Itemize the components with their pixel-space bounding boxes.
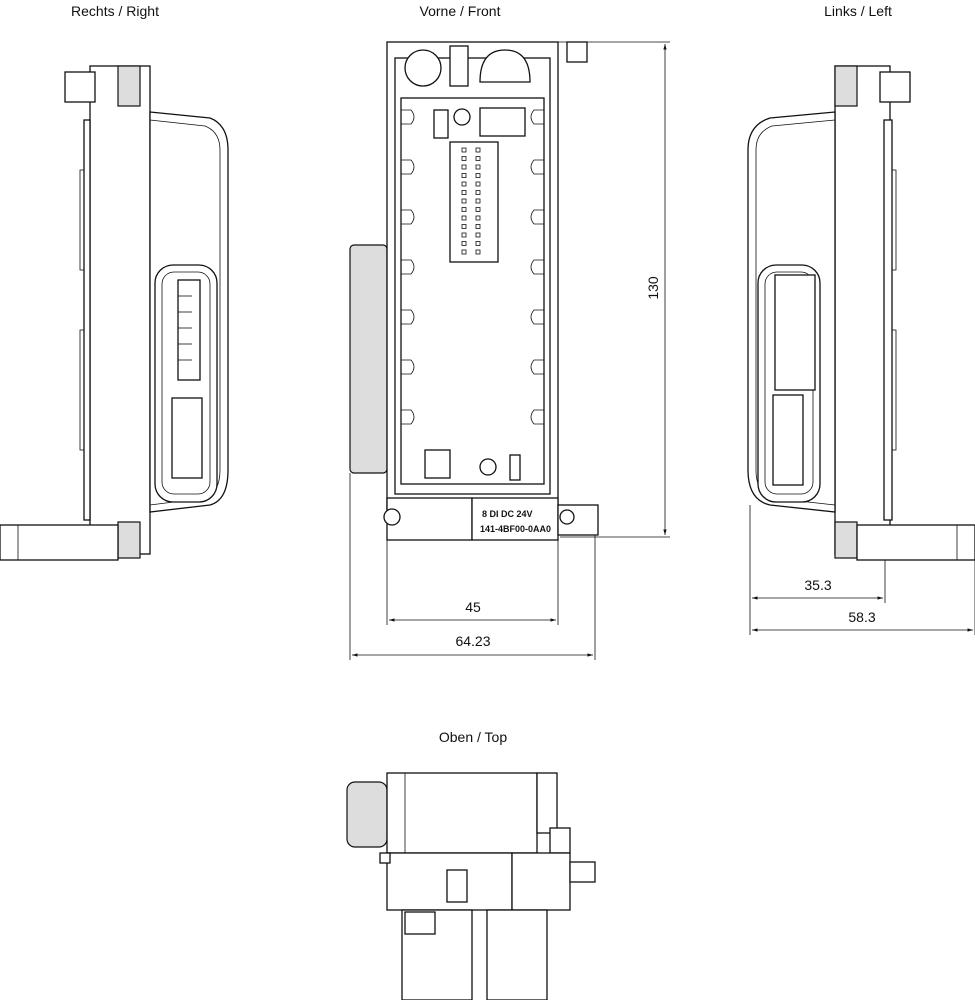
right-view [0,65,229,561]
connector-pin [461,164,467,170]
connector-pin [461,147,467,153]
terminal-slot [530,409,544,425]
connector-pin [475,147,481,153]
connector-pin [475,181,481,187]
connector-pin [461,224,467,229]
dimension-inner-width: 45 [465,599,481,615]
terminal-slot [401,109,415,125]
terminal-slot [530,209,544,225]
connector-pin [461,207,467,212]
connector-pin [461,181,467,187]
front-view: 8 DI DC 24V 141-4BF00-0AA0 [349,41,599,541]
connector-pin [475,224,481,229]
connector-pin [475,232,481,238]
terminal-slot [530,359,544,375]
dimension-outer-width: 64.23 [455,633,490,649]
connector-pin [475,198,481,204]
terminal-slot [530,159,544,175]
connector-pin [461,241,467,246]
connector-pin [461,173,467,178]
top-view [346,772,596,1000]
connector-pin [475,190,481,195]
dimension-lines [349,41,975,660]
connector-pin [461,156,467,161]
connector-pin [475,164,481,170]
terminal-slot [401,309,415,325]
module-type-label: 8 DI DC 24V [482,509,533,519]
view-title-top: Oben / Top [439,729,507,745]
connector-pin [475,241,481,246]
terminal-slot [401,409,415,425]
connector-pin [461,215,467,221]
terminal-slot [401,159,415,175]
terminal-slot [401,359,415,375]
terminal-slot [530,259,544,275]
terminal-slot [530,309,544,325]
connector-pin [475,173,481,178]
dimension-height: 130 [645,276,661,300]
terminal-slot [401,259,415,275]
dimension-depth-inner: 35.3 [804,577,831,593]
connector-pin [475,207,481,212]
left-view [747,65,975,561]
view-title-left: Links / Left [824,3,892,19]
terminal-slot [530,109,544,125]
connector-pin [461,198,467,204]
view-title-front: Vorne / Front [420,3,501,19]
connector-pin [461,190,467,195]
connector-pin [461,232,467,238]
connector-pin [461,249,467,255]
dimension-depth-outer: 58.3 [848,609,875,625]
connector-pin [475,156,481,161]
module-order-number: 141-4BF00-0AA0 [480,524,551,534]
terminal-slot [401,209,415,225]
connector-pin [475,249,481,255]
view-title-right: Rechts / Right [71,3,159,19]
connector-pin [475,215,481,221]
